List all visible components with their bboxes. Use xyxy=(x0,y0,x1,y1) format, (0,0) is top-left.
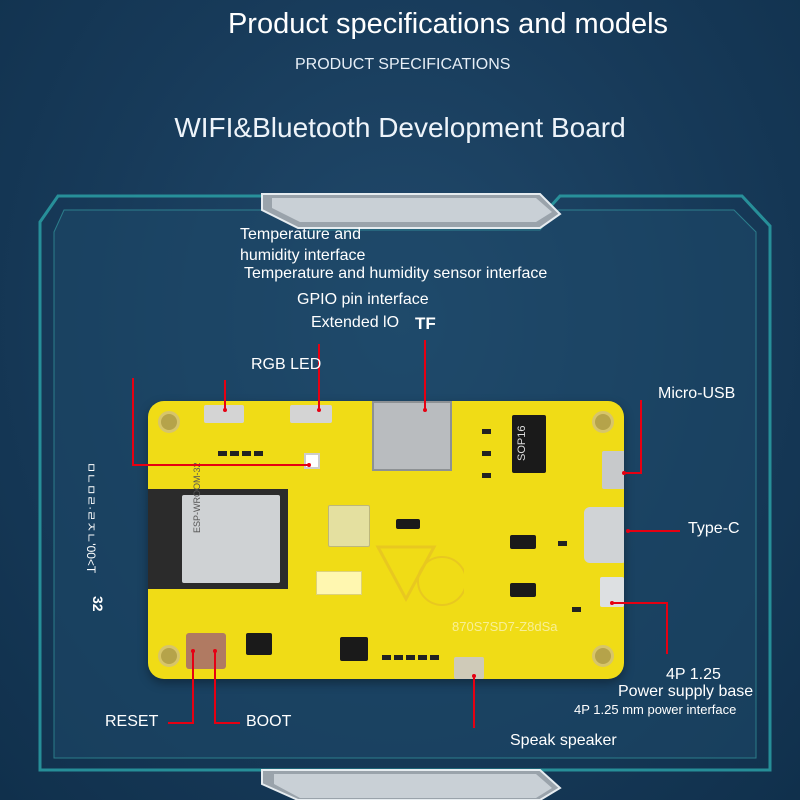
leader-line-micro-usb xyxy=(624,472,642,474)
leader-line-gpio xyxy=(318,344,320,410)
micro-usb-port xyxy=(602,451,624,489)
silkscreen-logo xyxy=(375,545,464,606)
leader-line-power xyxy=(666,602,668,654)
leader-line-tf xyxy=(424,340,426,410)
temp-humidity-connector xyxy=(204,405,244,423)
leader-line-rgb-led xyxy=(132,378,134,465)
label-rgb-led: RGB LED xyxy=(251,356,322,373)
mounting-hole xyxy=(158,411,180,433)
leader-line-speaker xyxy=(473,676,475,728)
label-power-4p: 4P 1.25 xyxy=(666,666,721,683)
watermark-text: 870S7SD7-Z8dSa xyxy=(452,619,558,634)
silkscreen-block xyxy=(316,571,362,595)
label-tf: TF xyxy=(415,314,436,333)
speaker-connector xyxy=(454,657,484,679)
leader-line-power xyxy=(612,602,668,604)
leader-line-rgb-led xyxy=(132,464,308,466)
ic-chip xyxy=(246,633,272,655)
label-temp-humidity-line2: humidity interface xyxy=(240,247,366,264)
label-boot: BOOT xyxy=(246,713,292,730)
ic-chip xyxy=(510,535,536,549)
side-label-2: 32 xyxy=(90,596,106,612)
type-c-port xyxy=(584,507,624,563)
leader-line-reset xyxy=(168,722,194,724)
label-reset: RESET xyxy=(105,713,159,730)
ic-chip xyxy=(510,583,536,597)
label-temp-humidity-sensor: Temperature and humidity sensor interfac… xyxy=(244,265,548,282)
label-micro-usb: Micro-USB xyxy=(658,385,736,402)
leader-line-boot xyxy=(214,650,216,724)
esp32-module: ESP-WROOM-32 xyxy=(148,462,288,589)
label-gpio: GPIO pin interface xyxy=(297,291,429,308)
module-label: ESP-WROOM-32 xyxy=(192,462,202,533)
tf-card-slot xyxy=(372,401,452,471)
mounting-hole xyxy=(592,645,614,667)
label-power-base: Power supply base xyxy=(618,683,754,700)
page-title: Product specifications and models xyxy=(227,8,669,40)
label-type-c: Type-C xyxy=(688,520,740,537)
pcb-board: ESP-WROOM-32 SOP16 870S7SD7-Z8dSa xyxy=(148,401,624,679)
side-label-1: ㅁㄴㅁㄹ·ㄹㅈㄴ'00<T xyxy=(84,462,98,574)
leader-line-micro-usb xyxy=(640,400,642,472)
label-speaker: Speak speaker xyxy=(510,732,617,749)
sop16-label: SOP16 xyxy=(516,425,528,461)
label-power-interface: 4P 1.25 mm power interface xyxy=(574,702,737,717)
ic-chip xyxy=(340,637,368,661)
leader-line-reset xyxy=(192,650,194,724)
leader-line-temp xyxy=(224,380,226,410)
label-extended-io: Extended lO xyxy=(311,314,400,331)
leader-line-boot xyxy=(214,722,240,724)
mounting-hole xyxy=(158,645,180,667)
leader-line-type-c xyxy=(628,530,680,532)
sop16-chip: SOP16 xyxy=(512,415,546,473)
qfn-chip xyxy=(328,505,370,547)
gpio-connector xyxy=(290,405,332,423)
rgb-led xyxy=(304,453,320,469)
ic-chip xyxy=(396,519,420,529)
page-subtitle: PRODUCT SPECIFICATIONS xyxy=(295,56,511,73)
mounting-hole xyxy=(592,411,614,433)
label-temp-humidity-line1: Temperature and xyxy=(240,226,361,243)
product-heading: WIFI&Bluetooth Development Board xyxy=(174,112,626,143)
